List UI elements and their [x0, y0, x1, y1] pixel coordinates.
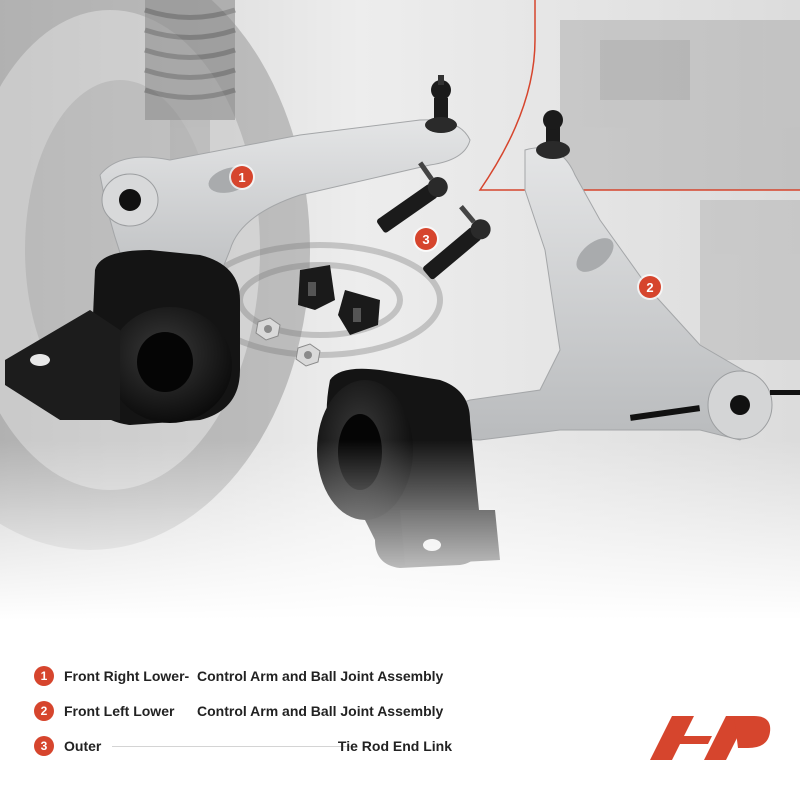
legend-number-1: 1: [34, 666, 54, 686]
hardware-brackets: [255, 265, 380, 367]
legend-part-desc-2: Control Arm and Ball Joint Assembly: [197, 703, 444, 719]
legend-part-name-2: Front Left Lower: [64, 703, 175, 719]
legend-row-1: 1 Front Right Lower- Control Arm and Bal…: [34, 665, 464, 687]
legend-part-desc-3: Tie Rod End Link: [337, 738, 452, 754]
brand-logo-icon: [650, 716, 771, 760]
legend-row-2: 2 Front Left Lower Control Arm and Ball …: [34, 700, 464, 722]
parts-legend: 1 Front Right Lower- Control Arm and Bal…: [34, 665, 464, 770]
legend-part-name-1: Front Right Lower-: [64, 668, 190, 684]
product-photo: 1 2 3: [0, 0, 800, 620]
legend-row-3: 3 Outer Tie Rod End Link: [34, 735, 464, 757]
control-arm-1: [5, 75, 471, 425]
legend-part-desc-1: Control Arm and Ball Joint Assembly: [197, 668, 444, 684]
legend-divider-line: [112, 746, 352, 747]
legend-part-name-3: Outer: [64, 738, 102, 754]
marker-1: 1: [231, 166, 253, 188]
tie-rod-ends-3: [377, 161, 491, 280]
marker-2: 2: [639, 276, 661, 298]
engine-background: [560, 20, 800, 360]
legend-number-3: 3: [34, 736, 54, 756]
bottom-fade: [0, 440, 800, 620]
marker-3: 3: [415, 228, 437, 250]
accent-curve: [478, 0, 800, 191]
legend-number-2: 2: [34, 701, 54, 721]
